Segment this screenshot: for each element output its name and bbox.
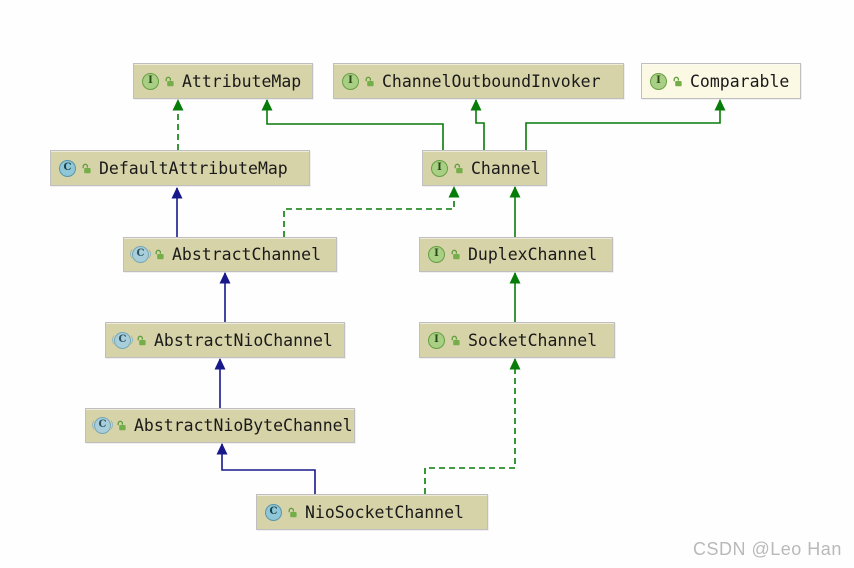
- node-label: AbstractNioChannel: [154, 330, 333, 350]
- unlocked-lock-icon: [451, 249, 460, 260]
- node-label: DuplexChannel: [468, 245, 598, 264]
- unlocked-lock-icon: [454, 163, 463, 173]
- class-icon: C: [265, 503, 282, 521]
- node-label: AttributeMap: [182, 71, 302, 91]
- edge-abstractchannel-implements-channel: [283, 186, 460, 237]
- interface-icon: I: [650, 72, 667, 90]
- interface-icon: I: [142, 72, 159, 90]
- unlocked-lock-icon: [137, 335, 146, 345]
- node-channeloutboundinvoker[interactable]: I ChannelOutboundInvoker: [333, 63, 624, 99]
- node-label: Channel: [471, 158, 541, 178]
- watermark-text: CSDN @Leo Han: [693, 539, 842, 559]
- node-attributemap[interactable]: I AttributeMap: [133, 63, 313, 99]
- node-abstractniobytechannel[interactable]: C AbstractNioByteChannel: [85, 408, 355, 443]
- unlocked-lock-icon: [288, 507, 297, 517]
- class-icon: C: [59, 159, 76, 177]
- abstract-class-icon: C: [128, 246, 153, 263]
- interface-icon: I: [342, 72, 359, 90]
- node-niosocketchannel[interactable]: C NioSocketChannel: [256, 494, 488, 530]
- node-label: ChannelOutboundInvoker: [382, 71, 601, 91]
- node-comparable[interactable]: I Comparable: [641, 63, 801, 99]
- abstract-class-icon: C: [90, 417, 115, 434]
- node-label: SocketChannel: [468, 330, 598, 350]
- node-socketchannel[interactable]: I SocketChannel: [419, 322, 615, 358]
- edge-channel-extends-attributemap: [261, 99, 444, 150]
- edge-niosocketchannel-implements-socketchannel: [424, 358, 521, 494]
- node-label: AbstractChannel: [172, 245, 322, 264]
- node-label: NioSocketChannel: [305, 502, 464, 522]
- node-abstractchannel[interactable]: C AbstractChannel: [123, 237, 337, 272]
- edge-channel-extends-channeloutboundinvoker: [470, 99, 485, 150]
- node-channel[interactable]: I Channel: [422, 150, 547, 186]
- unlocked-lock-icon: [451, 335, 460, 345]
- unlocked-lock-icon: [82, 163, 91, 173]
- node-label: AbstractNioByteChannel: [134, 416, 353, 435]
- node-abstractniochannel[interactable]: C AbstractNioChannel: [105, 322, 345, 358]
- node-label: DefaultAttributeMap: [99, 158, 288, 178]
- interface-icon: I: [431, 159, 448, 177]
- abstract-class-icon: C: [110, 331, 135, 349]
- node-label: Comparable: [690, 71, 790, 91]
- unlocked-lock-icon: [155, 249, 164, 260]
- edge-channel-extends-comparable: [525, 99, 726, 150]
- unlocked-lock-icon: [165, 76, 174, 86]
- unlocked-lock-icon: [117, 420, 126, 431]
- node-defaultattributemap[interactable]: C DefaultAttributeMap: [50, 150, 310, 186]
- node-duplexchannel[interactable]: I DuplexChannel: [419, 237, 613, 272]
- interface-icon: I: [428, 246, 445, 263]
- edge-niosocketchannel-extends-abstractniobytechannel: [216, 443, 316, 494]
- unlocked-lock-icon: [673, 76, 682, 86]
- interface-icon: I: [428, 331, 445, 349]
- unlocked-lock-icon: [365, 76, 374, 86]
